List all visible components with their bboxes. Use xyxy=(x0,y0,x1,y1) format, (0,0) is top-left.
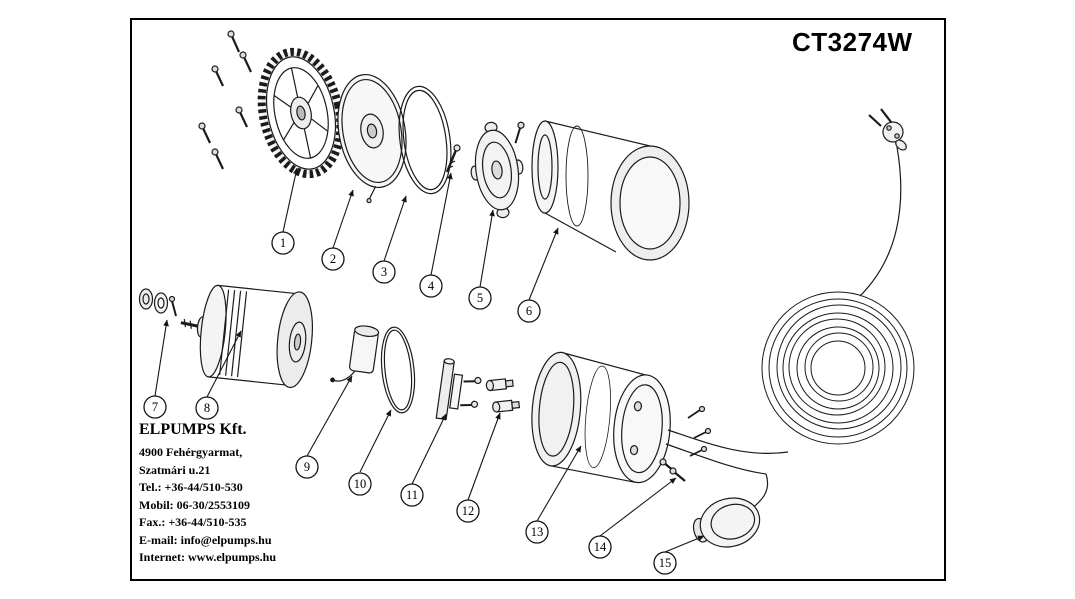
callout-number: 7 xyxy=(152,400,158,414)
leader-line xyxy=(411,413,447,485)
company-fax: Fax.: +36-44/510-535 xyxy=(139,515,247,529)
callout-circle xyxy=(348,472,372,496)
callout-number: 1 xyxy=(280,236,286,250)
company-address-line-1: 4900 Fehérgyarmat, xyxy=(139,445,243,459)
callout-circle xyxy=(143,395,167,419)
callout-15: 15 xyxy=(653,535,705,575)
leader-line xyxy=(599,477,677,537)
wire-terminals-icon xyxy=(687,405,712,457)
part-terminal-bracket xyxy=(435,358,482,421)
company-info: ELPUMPS Kft. 4900 Fehérgyarmat, Szatmári… xyxy=(139,421,329,567)
part-bearing-disc xyxy=(337,73,407,204)
callout-circle xyxy=(517,299,541,323)
callout-number: 11 xyxy=(406,488,418,502)
callout-9: 9 xyxy=(295,375,353,479)
callout-7: 7 xyxy=(143,319,169,419)
callout-4: 4 xyxy=(419,172,453,298)
callout-circle xyxy=(271,231,295,255)
callout-number: 10 xyxy=(354,477,367,491)
leader-line xyxy=(332,189,354,249)
callout-6: 6 xyxy=(517,227,559,323)
leader-line xyxy=(206,330,242,398)
leader-line xyxy=(282,167,299,233)
callout-circle xyxy=(195,396,219,420)
part-float-switch xyxy=(692,497,761,548)
part-o-ring-small xyxy=(380,326,416,414)
callout-circle xyxy=(456,499,480,523)
leader-line xyxy=(383,195,407,262)
part-impeller-screw xyxy=(445,144,461,173)
callout-number: 6 xyxy=(526,304,532,318)
callout-13: 13 xyxy=(525,445,582,544)
mounting-screws-icon xyxy=(198,30,252,170)
leader-line xyxy=(479,209,495,288)
callout-number: 3 xyxy=(381,265,387,279)
part-motor-rotor xyxy=(180,284,313,389)
leader-line xyxy=(528,227,559,301)
callout-circle xyxy=(295,455,319,479)
company-mobil: Mobil: 06-30/2553109 xyxy=(139,497,250,512)
part-motor-housing xyxy=(531,351,671,484)
callout-1: 1 xyxy=(271,167,299,255)
callout-circle xyxy=(525,520,549,544)
callout-14: 14 xyxy=(588,477,677,559)
callout-10: 10 xyxy=(348,409,392,496)
callout-2: 2 xyxy=(321,189,354,271)
part-seal-plate xyxy=(470,121,525,219)
power-cable xyxy=(665,146,902,511)
callout-number: 2 xyxy=(330,252,336,266)
callout-number: 9 xyxy=(304,460,310,474)
company-name: ELPUMPS Kft. xyxy=(139,421,247,438)
part-diffuser-housing xyxy=(531,120,690,261)
callout-5: 5 xyxy=(468,209,495,310)
power-plug-icon xyxy=(868,108,907,151)
callout-11: 11 xyxy=(400,413,447,507)
part-cable-glands xyxy=(485,378,521,413)
leader-line xyxy=(154,319,169,397)
company-tel: Tel.: +36-44/510-530 xyxy=(139,480,243,494)
callout-circle xyxy=(468,286,492,310)
leader-line xyxy=(467,412,501,501)
callout-circle xyxy=(400,483,424,507)
leader-line xyxy=(359,409,392,473)
part-o-ring-large xyxy=(398,85,452,195)
leader-line xyxy=(664,535,705,553)
part-shaft-seals xyxy=(138,288,177,317)
cable-coil xyxy=(761,291,915,445)
callout-3: 3 xyxy=(372,195,407,284)
part-toothed-cover xyxy=(257,47,345,179)
callout-12: 12 xyxy=(456,412,501,523)
callout-circle xyxy=(372,260,396,284)
callout-circle xyxy=(653,551,677,575)
leader-line xyxy=(536,445,582,522)
callouts: 1 2 3 4 5 6 7 xyxy=(143,167,705,575)
callout-number: 8 xyxy=(204,401,210,415)
company-address-line-2: Szatmári u.21 xyxy=(139,462,211,477)
model-number: CT3274W xyxy=(792,27,913,57)
callout-number: 15 xyxy=(659,556,672,570)
callout-number: 5 xyxy=(477,291,483,305)
part-housing-screws xyxy=(659,458,686,482)
callout-circle xyxy=(419,274,443,298)
callout-number: 12 xyxy=(462,504,475,518)
callout-number: 14 xyxy=(594,540,607,554)
callout-8: 8 xyxy=(195,330,242,420)
leader-line xyxy=(306,375,353,457)
callout-number: 4 xyxy=(428,279,435,293)
company-internet: Internet: www.elpumps.hu xyxy=(139,550,277,564)
callout-circle xyxy=(588,535,612,559)
callout-circle xyxy=(321,247,345,271)
callout-number: 13 xyxy=(531,525,544,539)
part-capacitor xyxy=(330,325,380,383)
leader-line xyxy=(430,172,453,276)
company-email: E-mail: info@elpumps.hu xyxy=(139,532,272,547)
